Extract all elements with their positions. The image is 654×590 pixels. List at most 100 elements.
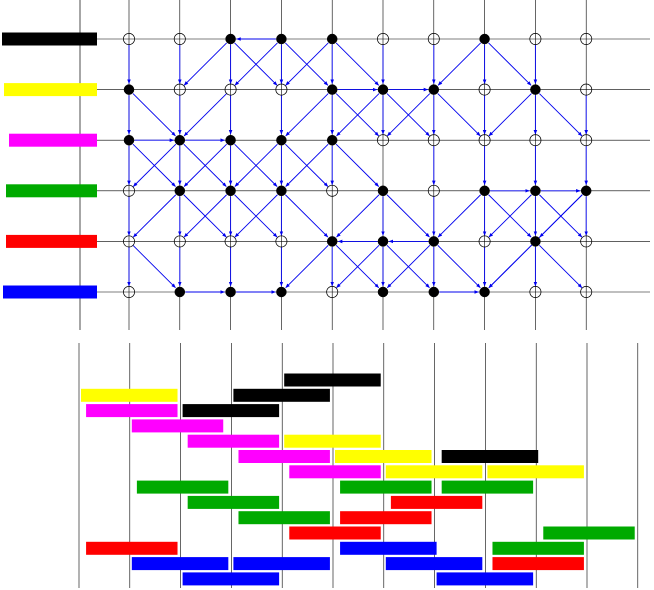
diagram-edges: [127, 37, 589, 294]
node-empty: [224, 235, 237, 248]
schedule-bar-blue: [233, 557, 330, 571]
schedule-bar-blue: [340, 541, 437, 555]
node-empty: [123, 286, 135, 298]
legend-swatch-magenta: [9, 133, 97, 147]
node-filled: [326, 84, 338, 95]
node-filled: [580, 185, 592, 197]
diagram-edge: [133, 194, 177, 238]
diagram-edge: [234, 194, 278, 238]
schedule-bar-magenta: [289, 465, 381, 479]
node-empty: [580, 83, 593, 96]
legend-swatch-blue: [3, 285, 97, 299]
diagram-edge: [387, 93, 431, 137]
schedule-bar-green: [238, 511, 330, 525]
diagram-edge: [336, 194, 380, 238]
diagram-edge: [132, 245, 176, 289]
node-empty: [580, 286, 593, 298]
schedule-bars: [81, 373, 635, 586]
diagram-edge: [488, 42, 532, 86]
schedule-bar-magenta: [187, 434, 280, 448]
diagram-nodes: [123, 33, 593, 298]
node-empty: [580, 235, 593, 248]
schedule-bar-black: [441, 450, 539, 463]
schedule-bar-red: [340, 511, 432, 525]
schedule-bar-yellow: [335, 450, 432, 463]
node-filled: [276, 134, 287, 146]
diagram-legend: [2, 32, 97, 299]
node-empty: [173, 235, 186, 248]
schedule-bar-black: [284, 373, 381, 387]
diagram-edge: [437, 194, 481, 238]
node-empty: [173, 33, 186, 45]
schedule-bar-magenta: [238, 450, 330, 463]
schedule-chart: [78, 343, 639, 588]
node-filled: [326, 236, 338, 247]
node-empty: [224, 83, 237, 96]
diagram-edge: [234, 42, 278, 86]
diagram-edge: [488, 194, 532, 238]
node-empty: [123, 184, 135, 197]
node-filled: [377, 286, 389, 298]
node-filled: [326, 134, 338, 146]
diagram-edge: [285, 245, 329, 289]
diagram-edge: [539, 93, 583, 137]
node-filled: [225, 185, 236, 197]
diagram-edge: [285, 42, 329, 86]
legend-swatch-red: [6, 234, 97, 248]
node-filled: [377, 185, 389, 197]
diagram-edge: [539, 245, 583, 289]
node-filled: [276, 185, 287, 197]
node-filled: [377, 236, 389, 247]
schedule-bar-green: [340, 480, 432, 494]
diagram-edge: [234, 143, 278, 187]
schedule-bar-black: [233, 388, 330, 402]
node-empty: [529, 134, 542, 147]
legend-swatch-black: [2, 32, 97, 46]
node-filled: [530, 185, 541, 197]
node-empty: [529, 33, 542, 45]
diagram-edge: [285, 93, 329, 137]
schedule-bar-blue: [131, 557, 229, 571]
schedule-bar-blue: [182, 572, 280, 586]
node-filled: [225, 134, 236, 146]
node-filled: [225, 286, 236, 298]
node-filled: [428, 84, 440, 95]
schedule-bar-yellow: [81, 388, 178, 402]
diagram-edge: [336, 245, 380, 289]
node-filled: [479, 185, 490, 197]
node-empty: [123, 33, 135, 45]
node-filled: [479, 286, 490, 298]
schedule-bar-green: [187, 495, 280, 509]
node-empty: [326, 286, 339, 298]
node-empty: [427, 134, 440, 147]
diagram-edge: [183, 42, 227, 86]
schedule-bar-green: [136, 480, 229, 494]
diagram-edge: [437, 42, 481, 86]
schedule-bar-yellow: [385, 465, 483, 479]
diagram-edge: [387, 245, 431, 289]
node-filled: [123, 134, 135, 146]
diagram-edge: [132, 93, 176, 137]
schedule-bar-yellow: [487, 465, 584, 479]
node-filled: [174, 286, 186, 298]
node-empty: [427, 33, 440, 45]
schedule-bar-red: [492, 557, 584, 571]
node-filled: [276, 286, 287, 298]
node-filled: [123, 84, 135, 95]
schedule-bar-red: [289, 526, 381, 540]
node-filled: [428, 236, 440, 247]
node-empty: [478, 83, 491, 96]
diagram-edge: [386, 194, 430, 238]
diagram-edge: [183, 93, 227, 137]
diagram-edge: [336, 93, 380, 137]
diagram-edge: [335, 42, 379, 86]
node-filled: [530, 236, 541, 247]
node-empty: [377, 134, 389, 147]
schedule-bar-blue: [385, 557, 483, 571]
diagram-edge: [183, 194, 227, 238]
node-filled: [225, 33, 236, 45]
diagram-grid: [79, 0, 650, 330]
diagram-edge: [488, 93, 532, 137]
diagram-edge: [133, 143, 177, 187]
